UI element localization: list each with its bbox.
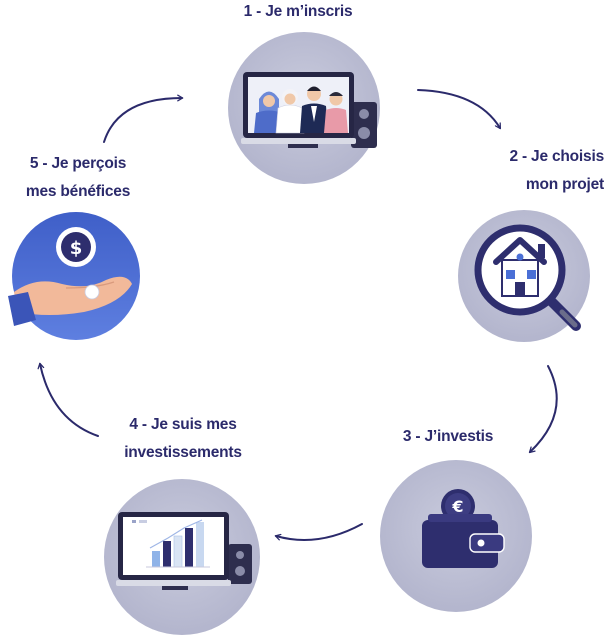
arrow-4-to-5 [37, 362, 99, 437]
step-1-label: 1 - Je m’inscris [228, 0, 368, 26]
arrow-1-to-2 [417, 89, 501, 130]
step-5-label-line-1: 5 - Je perçois [29, 155, 127, 172]
wallet-euro-icon: € [380, 460, 532, 612]
step-5-label: 5 - Je perçois mes bénéfices [8, 150, 148, 206]
step-3-label: 3 - J’investis [392, 423, 504, 451]
step-4-label-line-1: 4 - Je suis mes [129, 416, 237, 433]
step-2-label-line-2: mon projet [525, 176, 604, 193]
step-1-label-line-1: 1 - Je m’inscris [243, 3, 353, 20]
computer-chart-icon [104, 479, 260, 635]
family-computer-icon [228, 32, 380, 184]
step-2-label: 2 - Je choisis mon projet [464, 143, 604, 199]
step-2-label-line-1: 2 - Je choisis [509, 148, 604, 165]
step-4-label-line-2: investissements [124, 444, 242, 461]
arrow-3-to-4 [274, 523, 363, 541]
step-3-label-line-1: 3 - J’investis [402, 428, 494, 445]
step-4-label: 4 - Je suis mes investissements [108, 411, 258, 467]
arrow-2-to-3 [528, 365, 558, 454]
hand-dollar-icon: $ [8, 212, 140, 340]
svg-text:€: € [451, 497, 463, 516]
svg-text:$: $ [70, 238, 83, 259]
arrow-5-to-1 [103, 94, 184, 143]
house-magnifier-icon [458, 210, 590, 342]
step-5-label-line-2: mes bénéfices [25, 183, 131, 200]
